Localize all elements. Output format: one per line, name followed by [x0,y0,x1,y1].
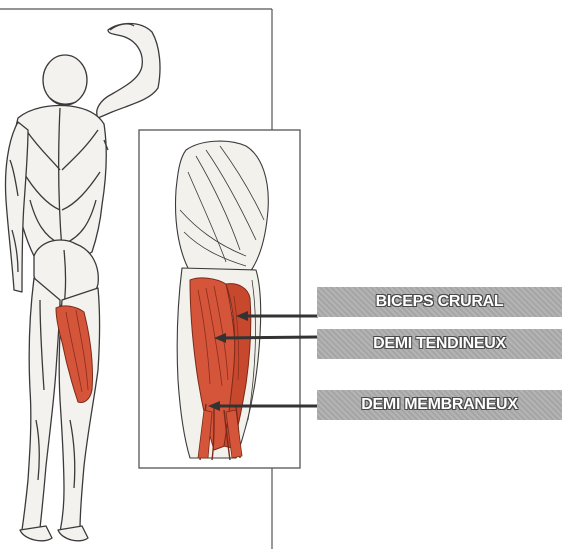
label-text-demi-tendineux: DEMI TENDINEUX [373,335,506,353]
full-body-figure [6,24,161,541]
label-text-biceps-crural: BICEPS CRURAL [376,293,504,311]
label-text-demi-membraneux: DEMI MEMBRANEUX [361,396,517,414]
label-biceps-crural: BICEPS CRURAL [317,287,562,317]
arrow-demi-tendineux [222,337,318,338]
label-demi-membraneux: DEMI MEMBRANEUX [317,390,562,420]
label-demi-tendineux: DEMI TENDINEUX [317,329,562,359]
